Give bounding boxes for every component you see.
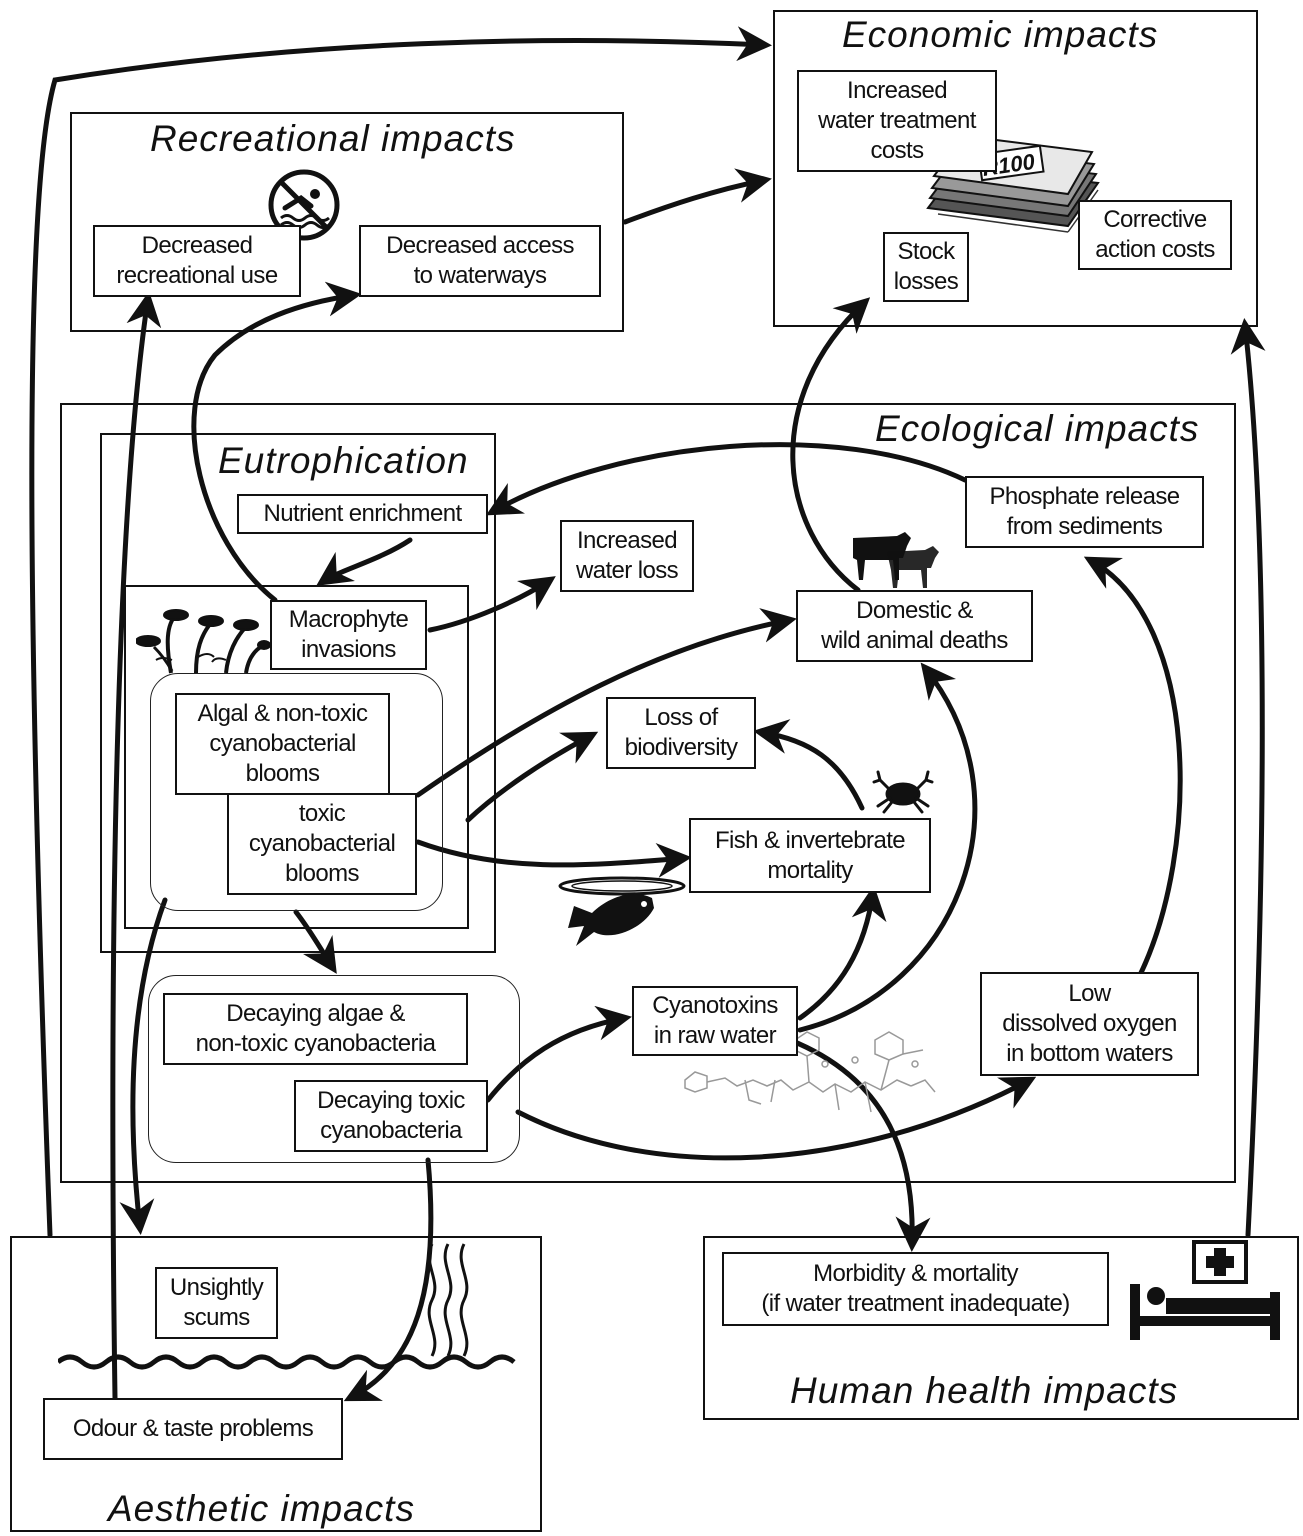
arrow-cyanotoxins-to-animal-deaths (797, 662, 978, 1033)
arrow-animal-deaths-to-stock-losses (790, 297, 871, 593)
aesthetic-impacts-frame (10, 1236, 542, 1532)
arrow-blooms-to-scums (119, 897, 168, 1235)
money-stack-icon: R100 (926, 134, 1100, 233)
recreational-impacts-frame (70, 112, 624, 332)
eutrophication-frame (100, 433, 496, 953)
arrow-toxic-to-biodiversity (465, 731, 599, 823)
arrow-fish-to-biodiversity (753, 719, 865, 811)
water-treatment-costs-node: Increased water treatment costs (797, 70, 997, 172)
ecological-impacts-heading: Ecological impacts (875, 408, 1200, 449)
heat-waves-icon (427, 1243, 469, 1357)
recreational-impacts-heading: Recreational impacts (150, 118, 516, 159)
arrow-aesthetic-to-economic (29, 26, 772, 1238)
phosphate-release-node: Phosphate release from sediments (965, 476, 1204, 548)
toxic-blooms-node: toxic cyanobacterial blooms (227, 793, 417, 895)
stock-losses-node: Stock losses (883, 232, 969, 302)
cyanotoxins-node: Cyanotoxins in raw water (632, 986, 798, 1056)
decreased-recreational-use-node: Decreased recreational use (93, 225, 301, 297)
arrow-odour-to-recreational-use (110, 291, 162, 1401)
cattle-icon (853, 532, 939, 588)
morbidity-mortality-node: Morbidity & mortality (if water treatmen… (722, 1252, 1109, 1326)
arrow-decaying-to-low-oxygen (515, 1076, 1037, 1161)
crab-icon (872, 770, 934, 814)
health-impacts-heading: Human health impacts (790, 1370, 1179, 1411)
health-impacts-frame (703, 1236, 1299, 1420)
toxin-molecule-icon (684, 1031, 936, 1113)
arrow-phosphate-to-nutrient (485, 442, 968, 516)
decreased-access-node: Decreased access to waterways (359, 225, 601, 297)
arrow-recreational-to-economic (622, 168, 772, 225)
macrophyte-plants-icon (136, 609, 271, 674)
odour-taste-node: Odour & taste problems (43, 1398, 343, 1460)
arrow-cyanotoxins-to-fish (797, 885, 887, 1021)
loss-of-biodiversity-node: Loss of biodiversity (606, 697, 756, 769)
decaying-toxic-node: Decaying toxic cyanobacteria (294, 1080, 488, 1152)
water-surface-icon (58, 1354, 516, 1370)
decaying-algae-node: Decaying algae & non-toxic cyanobacteria (163, 993, 468, 1065)
arrow-blooms-to-decaying (293, 909, 337, 974)
unsightly-scums-node: Unsightly scums (155, 1267, 278, 1339)
arrow-toxic-to-fish (415, 839, 692, 878)
economic-impacts-frame (773, 10, 1258, 327)
decaying-rounded-group (148, 975, 520, 1163)
increased-water-loss-node: Increased water loss (560, 520, 694, 592)
macrophyte-invasions-node: Macrophyte invasions (270, 600, 427, 670)
eutrophication-inner-frame (124, 585, 469, 929)
no-swimming-icon (268, 169, 340, 241)
nutrient-enrichment-node: Nutrient enrichment (237, 494, 488, 534)
dead-fish-icon (558, 876, 686, 946)
blooms-rounded-group (150, 673, 443, 911)
algal-blooms-node: Algal & non-toxic cyanobacterial blooms (175, 693, 390, 795)
aesthetic-impacts-heading: Aesthetic impacts (108, 1488, 415, 1529)
ecological-impacts-frame (60, 403, 1236, 1183)
arrow-decaying-to-odour (343, 1157, 434, 1402)
eutrophication-heading: Eutrophication (218, 440, 469, 481)
economic-impacts-heading: Economic impacts (842, 14, 1159, 55)
arrow-low-oxygen-to-phosphate (1083, 556, 1183, 978)
arrow-macrophyte-to-access (191, 281, 362, 603)
fish-mortality-node: Fish & invertebrate mortality (689, 818, 931, 893)
arrow-macrophyte-to-water-loss (427, 576, 556, 633)
hospital-bed-icon (1130, 1240, 1280, 1340)
arrow-decaying-to-cyanotoxins (485, 1005, 632, 1103)
arrow-health-to-economic (1230, 318, 1266, 1238)
low-dissolved-oxygen-node: Low dissolved oxygen in bottom waters (980, 972, 1199, 1076)
arrow-nutrient-to-macrophyte (316, 537, 413, 586)
arrow-cyanotoxins-to-morbidity (787, 1037, 931, 1252)
animal-deaths-node: Domestic & wild animal deaths (796, 590, 1033, 662)
corrective-action-costs-node: Corrective action costs (1078, 200, 1232, 270)
